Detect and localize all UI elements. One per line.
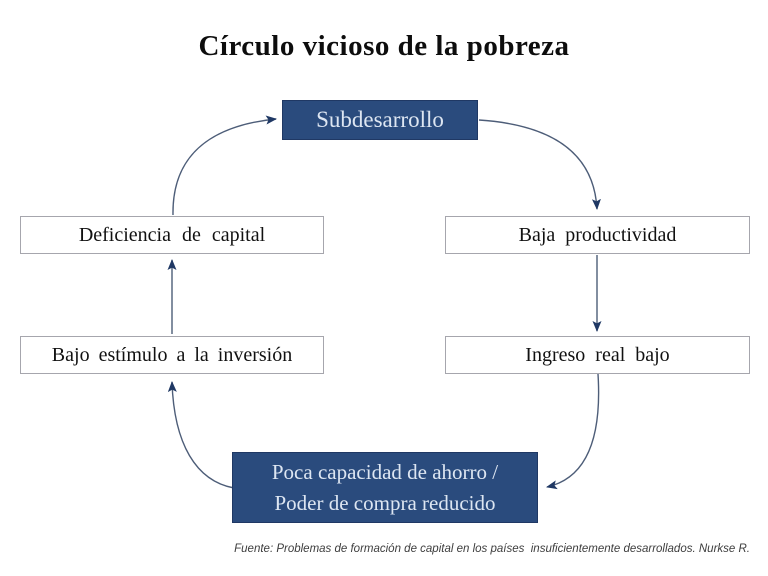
arrow-ingreso-to-ahorro <box>546 373 600 490</box>
node-ingreso-label: Ingreso real bajo <box>525 343 670 366</box>
arrow-ahorro-to-estimulo <box>167 381 235 489</box>
node-productividad-label: Baja productividad <box>518 223 677 246</box>
diagram-title: Círculo vicioso de la pobreza <box>198 30 570 62</box>
node-ingreso-real-bajo: Ingreso real bajo <box>445 336 750 374</box>
node-estimulo-label: Bajo estímulo a la inversión <box>51 343 293 366</box>
node-deficiencia-de-capital: Deficiencia de capital <box>20 216 324 254</box>
node-poca-capacidad-ahorro: Poca capacidad de ahorro / Poder de comp… <box>232 452 538 523</box>
arrow-deficiencia-to-subdesarrollo <box>172 115 277 216</box>
node-deficiencia-label: Deficiencia de capital <box>78 223 266 246</box>
node-subdesarrollo: Subdesarrollo <box>282 100 478 140</box>
node-baja-productividad: Baja productividad <box>445 216 750 254</box>
node-bajo-estimulo-inversion: Bajo estímulo a la inversión <box>20 336 324 374</box>
source-citation: Fuente: Problemas de formación de capita… <box>234 543 750 555</box>
node-ahorro-label: Poca capacidad de ahorro / Poder de comp… <box>271 459 499 515</box>
arrow-subdesarrollo-to-productividad <box>478 119 601 210</box>
node-subdesarrollo-label: Subdesarrollo <box>316 107 444 132</box>
